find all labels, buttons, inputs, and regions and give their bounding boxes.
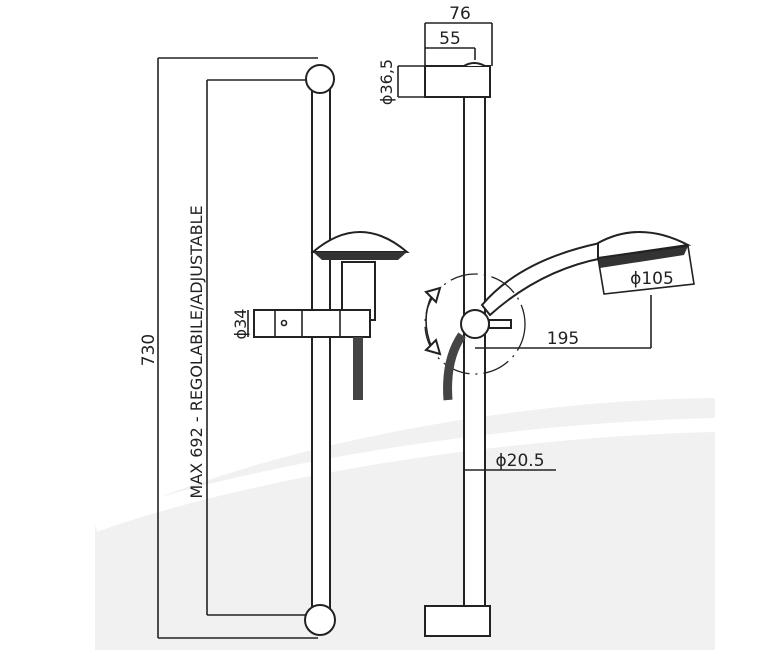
showerhead-dome [310, 231, 410, 253]
top-bracket [424, 65, 491, 98]
top-knob [305, 64, 335, 94]
slider [253, 309, 371, 338]
hose-side [443, 332, 466, 401]
depth-55-label: 55 [439, 29, 461, 49]
side-view: 76 55 ϕ36,5 ϕ105 195 ϕ20.5 [377, 4, 695, 637]
reach-label: 195 [547, 329, 579, 349]
background-swoosh [95, 398, 715, 650]
bottom-bracket [424, 605, 491, 637]
handshower-diameter-label: ϕ105 [630, 269, 674, 289]
rail [311, 71, 331, 621]
front-view: 730 MAX 692 - REGOLABILE/ADJUSTABLE ϕ34 [139, 57, 410, 639]
slider-diameter-label: ϕ34 [231, 309, 250, 340]
depth-76-label: 76 [449, 4, 471, 24]
pivot [460, 309, 490, 339]
bottom-knob [304, 604, 336, 636]
rotation-arrow [425, 294, 433, 349]
hose [353, 337, 363, 400]
handshower-head [597, 231, 692, 260]
handshower-handle [480, 241, 605, 317]
height-label: 730 [139, 334, 159, 366]
adjustable-label: MAX 692 - REGOLABILE/ADJUSTABLE [187, 205, 206, 498]
rail-diameter-label: ϕ20.5 [495, 451, 544, 471]
bracket-diameter-label: ϕ36,5 [377, 59, 396, 105]
